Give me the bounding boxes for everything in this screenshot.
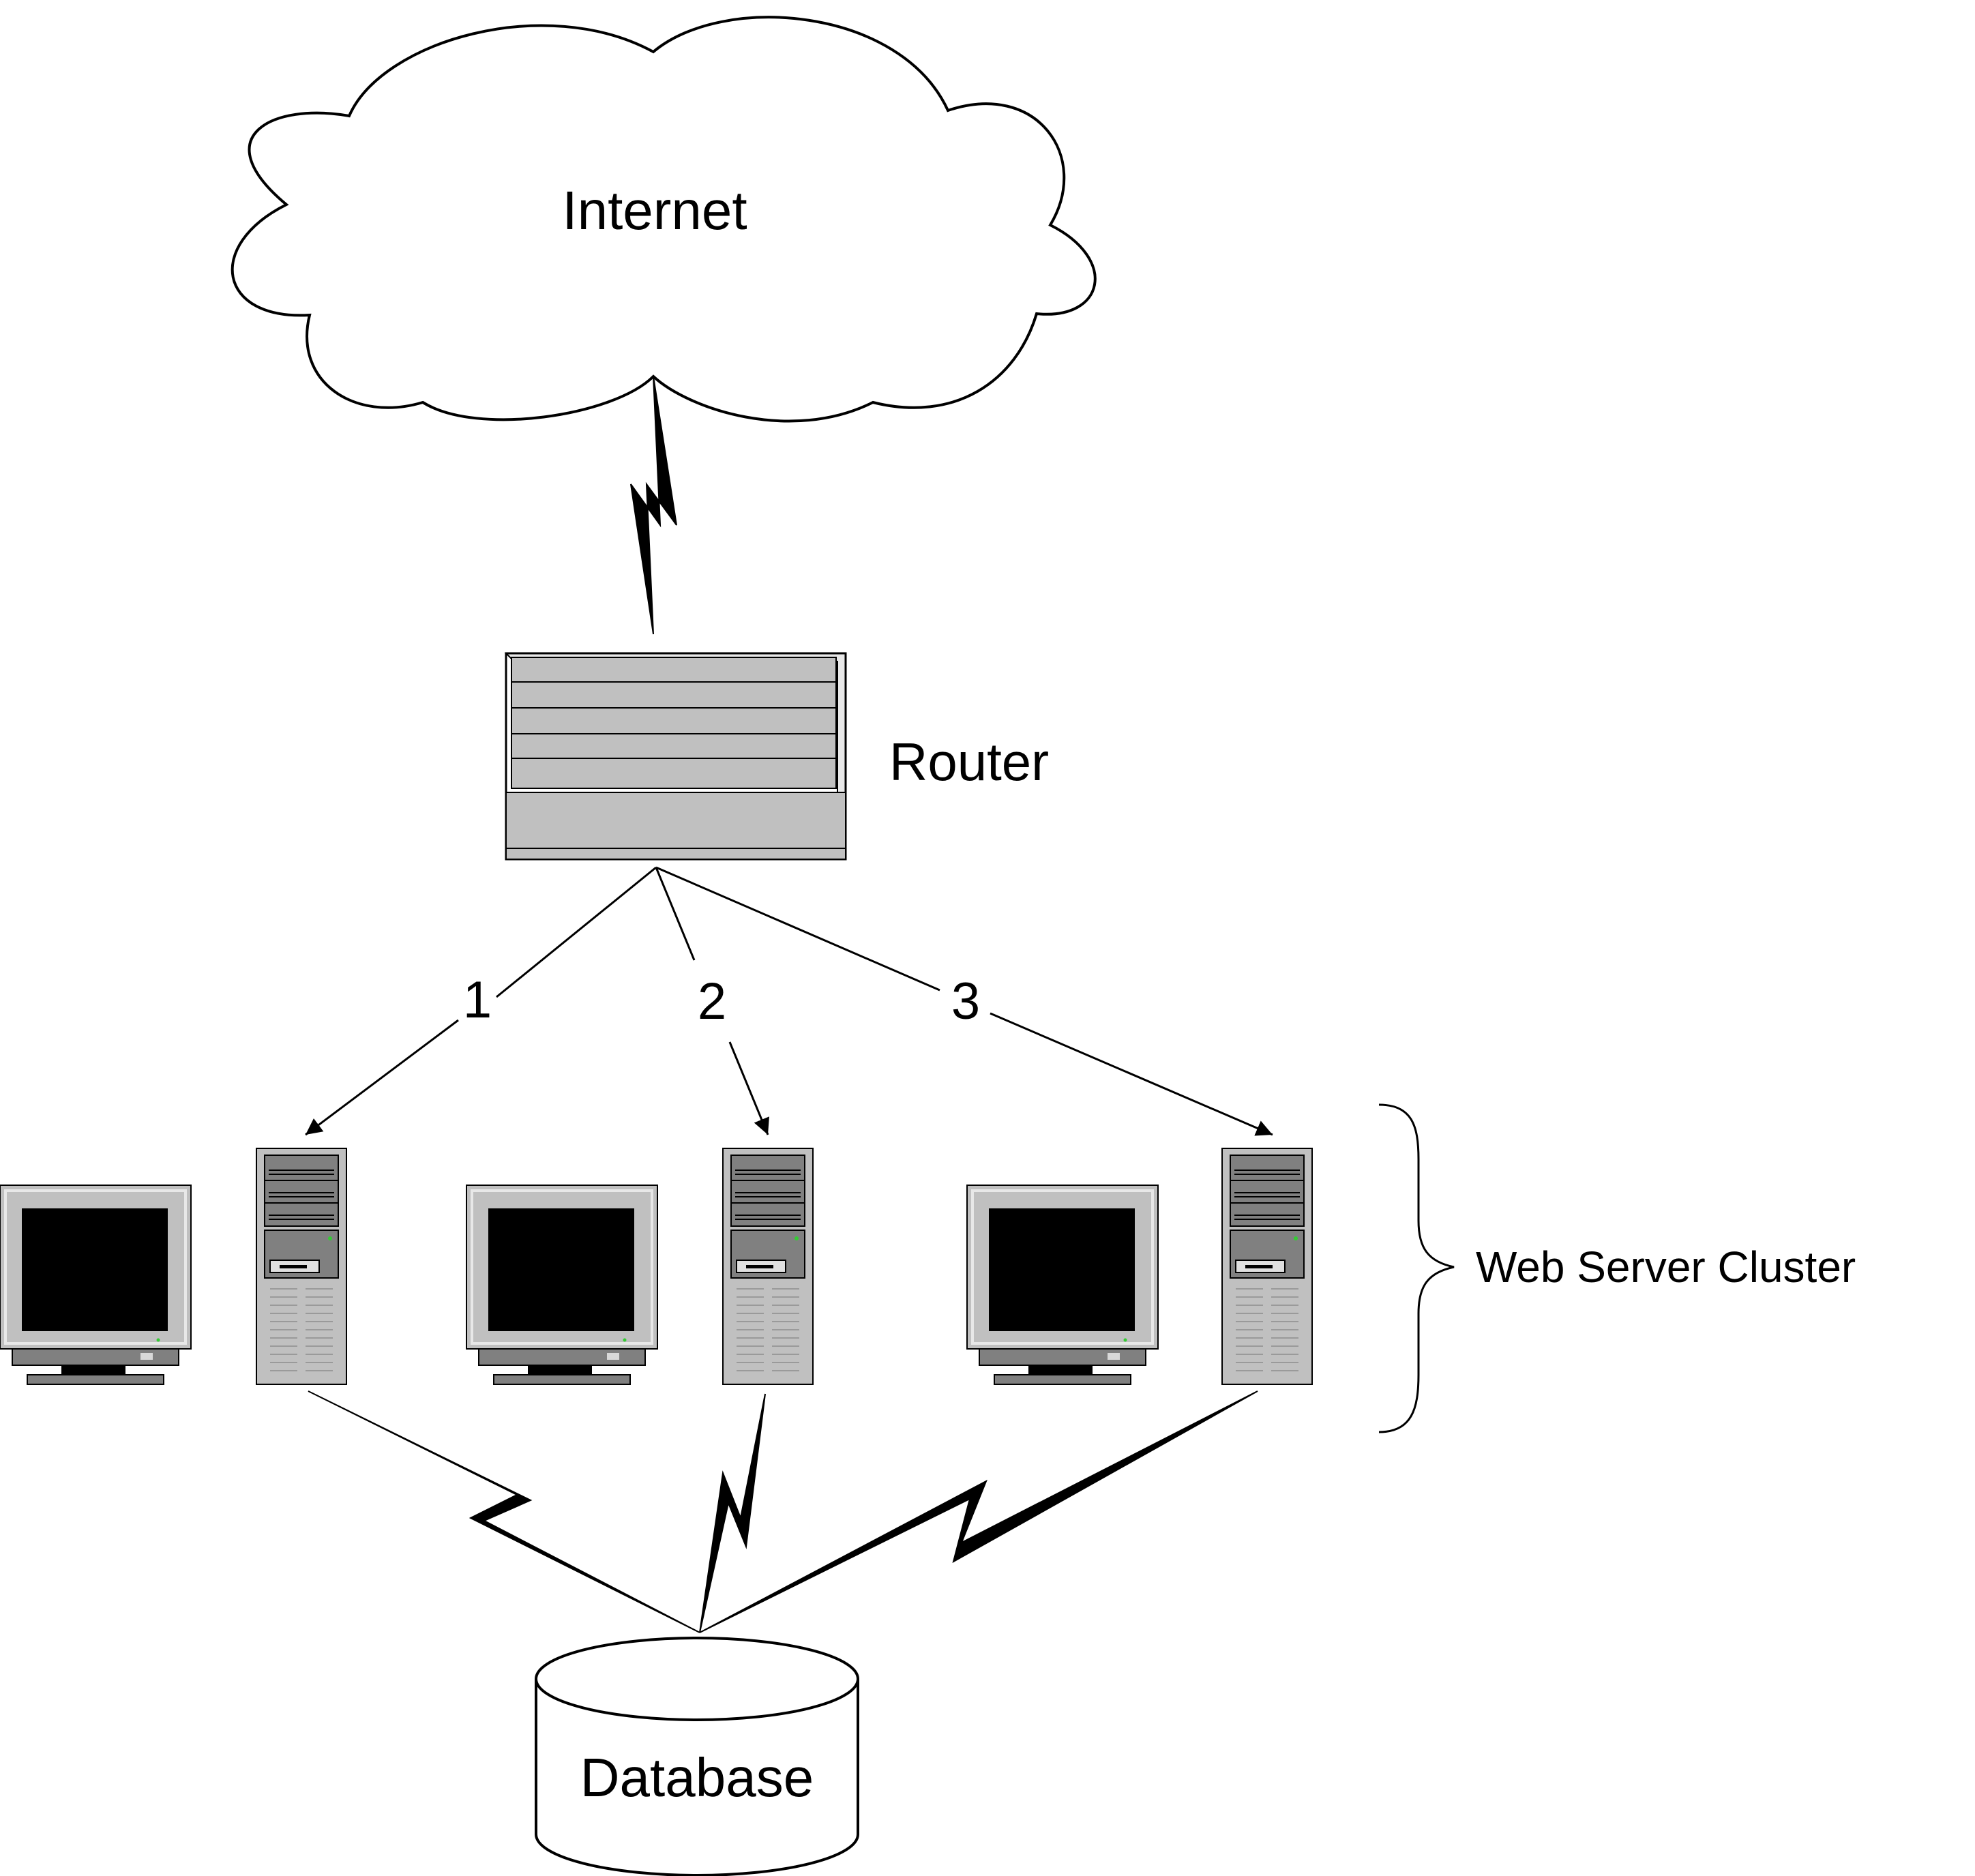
cluster-brace — [1378, 1103, 1455, 1433]
database-label: Database — [580, 1747, 814, 1808]
router-icon — [504, 652, 847, 861]
route-arrow-2-upper — [655, 867, 696, 961]
server2-database-link — [699, 1393, 766, 1633]
monitor-icon — [465, 1184, 659, 1386]
tower-server-icon — [722, 1148, 814, 1385]
route-arrow-3-lower — [990, 1012, 1273, 1136]
monitor-icon — [0, 1184, 192, 1386]
router-label: Router — [889, 732, 1049, 792]
route-arrow-3-upper — [655, 866, 940, 992]
route-arrow-1-upper — [496, 866, 657, 998]
database-cylinder-icon — [535, 1637, 859, 1876]
route-label-3: 3 — [951, 972, 980, 1030]
server3-database-link — [699, 1390, 1258, 1633]
monitor-icon — [966, 1184, 1159, 1386]
route-arrow-1-lower — [305, 1019, 459, 1136]
tower-server-icon — [256, 1148, 347, 1385]
cluster-label: Web Server Cluster — [1476, 1242, 1856, 1292]
internet-router-link — [630, 376, 677, 635]
internet-label: Internet — [562, 180, 747, 241]
server1-database-link — [308, 1390, 700, 1633]
route-arrow-2-lower — [728, 1041, 769, 1135]
tower-server-icon — [1221, 1148, 1313, 1385]
route-label-2: 2 — [698, 972, 726, 1030]
route-label-1: 1 — [463, 971, 492, 1029]
